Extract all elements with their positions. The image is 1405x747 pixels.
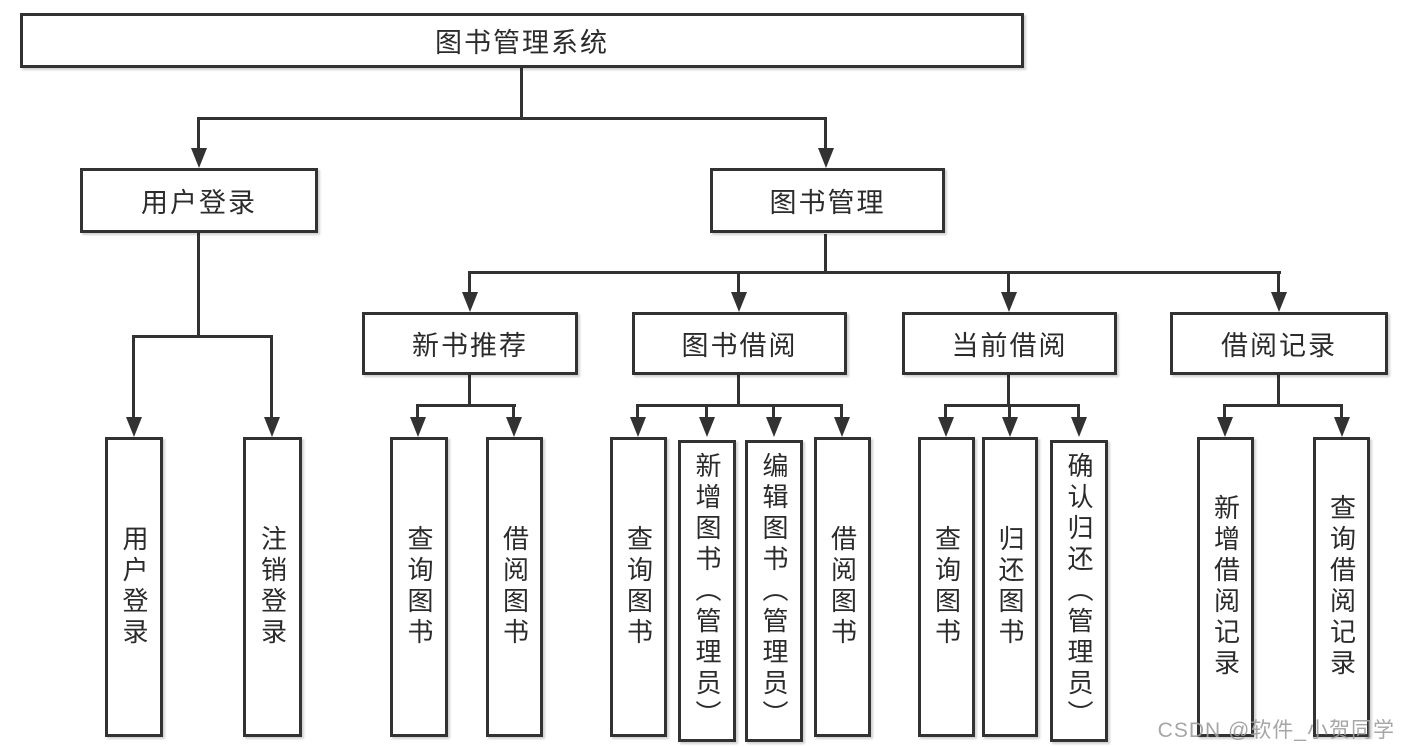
connector-user-login-hline xyxy=(132,335,273,338)
node-leaf-query-books-2: 查询图书 xyxy=(610,437,667,737)
node-leaf-logout: 注销登录 xyxy=(243,437,302,737)
connector-borrow-records-stem xyxy=(1277,271,1280,297)
connector-book-mgmt-hline xyxy=(468,271,1281,274)
node-leaf-query-books-3: 查询图书 xyxy=(918,437,975,737)
csdn-watermark: CSDN @软件_小贺同学 xyxy=(1157,719,1395,742)
connector-new-book-rec-vline xyxy=(468,375,471,407)
arrow-head-icon xyxy=(1001,292,1017,312)
node-leaf-add-borrow-record: 新增借阅记录 xyxy=(1197,437,1254,737)
connector-leaf-stem xyxy=(1008,404,1011,420)
connector-leaf-stem xyxy=(1077,404,1080,420)
connector-borrow-records-vline xyxy=(1277,375,1280,407)
node-leaf-confirm-return-admin: 确认归还（管理员） xyxy=(1050,440,1108,742)
arrow-head-icon xyxy=(462,292,478,312)
connector-leaf-stem xyxy=(772,404,775,420)
arrow-head-icon xyxy=(1217,417,1233,437)
connector-leaf-stem xyxy=(512,404,515,420)
connector-new-book-rec-stem xyxy=(468,271,471,297)
arrow-head-icon xyxy=(126,417,142,437)
node-new-book-recommend: 新书推荐 xyxy=(362,312,578,375)
arrow-head-icon xyxy=(699,417,715,437)
connector-leaf-stem xyxy=(416,404,419,420)
connector-current-borrow-vline xyxy=(1007,375,1010,407)
connector-current-borrow-stem xyxy=(1007,271,1010,297)
node-leaf-query-borrow-record: 查询借阅记录 xyxy=(1313,437,1370,737)
connector-leaf-stem xyxy=(1340,404,1343,420)
node-borrow-records: 借阅记录 xyxy=(1170,312,1388,375)
node-leaf-edit-book-admin: 编辑图书（管理员） xyxy=(745,440,803,742)
connector-book-borrow-stem xyxy=(737,271,740,297)
arrow-head-icon xyxy=(938,417,954,437)
connector-user-login-stem xyxy=(197,117,200,152)
node-root: 图书管理系统 xyxy=(20,13,1024,68)
connector-leaf-stem xyxy=(636,404,639,420)
arrow-head-icon xyxy=(766,417,782,437)
connector-book-borrow-hline xyxy=(636,404,843,407)
node-leaf-add-book-admin: 新增图书（管理员） xyxy=(678,440,736,742)
arrow-head-icon xyxy=(1071,417,1087,437)
connector-book-borrow-vline xyxy=(737,375,740,407)
connector-book-mgmt-stem xyxy=(824,117,827,152)
node-user-login: 用户登录 xyxy=(80,168,318,233)
node-leaf-borrow-books-1: 借阅图书 xyxy=(486,437,543,737)
connector-leaf-stem xyxy=(705,404,708,420)
connector-logout-stem xyxy=(270,335,273,421)
connector-leaf-stem xyxy=(840,404,843,420)
arrow-head-icon xyxy=(818,148,834,168)
node-leaf-user-login: 用户登录 xyxy=(105,437,163,737)
node-leaf-borrow-books-2: 借阅图书 xyxy=(814,437,871,737)
arrow-head-icon xyxy=(834,417,850,437)
connector-book-mgmt-vline xyxy=(824,234,827,274)
arrow-head-icon xyxy=(1334,417,1350,437)
node-current-borrow: 当前借阅 xyxy=(902,312,1117,375)
arrow-head-icon xyxy=(630,417,646,437)
connector-leaf-stem xyxy=(944,404,947,420)
connector-leaf-stem xyxy=(1223,404,1226,420)
connector-current-borrow-hline xyxy=(944,404,1080,407)
connector-root-children-hline xyxy=(197,117,827,120)
connector-new-book-rec-hline xyxy=(416,404,516,407)
node-leaf-return-book: 归还图书 xyxy=(982,437,1038,737)
connector-root-stem-vline xyxy=(520,68,523,118)
connector-borrow-records-hline xyxy=(1223,404,1343,407)
node-book-borrow: 图书借阅 xyxy=(632,312,847,375)
arrow-head-icon xyxy=(410,417,426,437)
node-book-management: 图书管理 xyxy=(710,168,945,233)
arrow-head-icon xyxy=(264,417,280,437)
node-leaf-query-books-1: 查询图书 xyxy=(390,437,448,737)
arrow-head-icon xyxy=(1002,417,1018,437)
arrow-head-icon xyxy=(191,148,207,168)
connector-login-stem xyxy=(132,335,135,421)
arrow-head-icon xyxy=(1271,292,1287,312)
arrow-head-icon xyxy=(506,417,522,437)
connector-user-login-vline xyxy=(197,233,200,337)
arrow-head-icon xyxy=(731,292,747,312)
